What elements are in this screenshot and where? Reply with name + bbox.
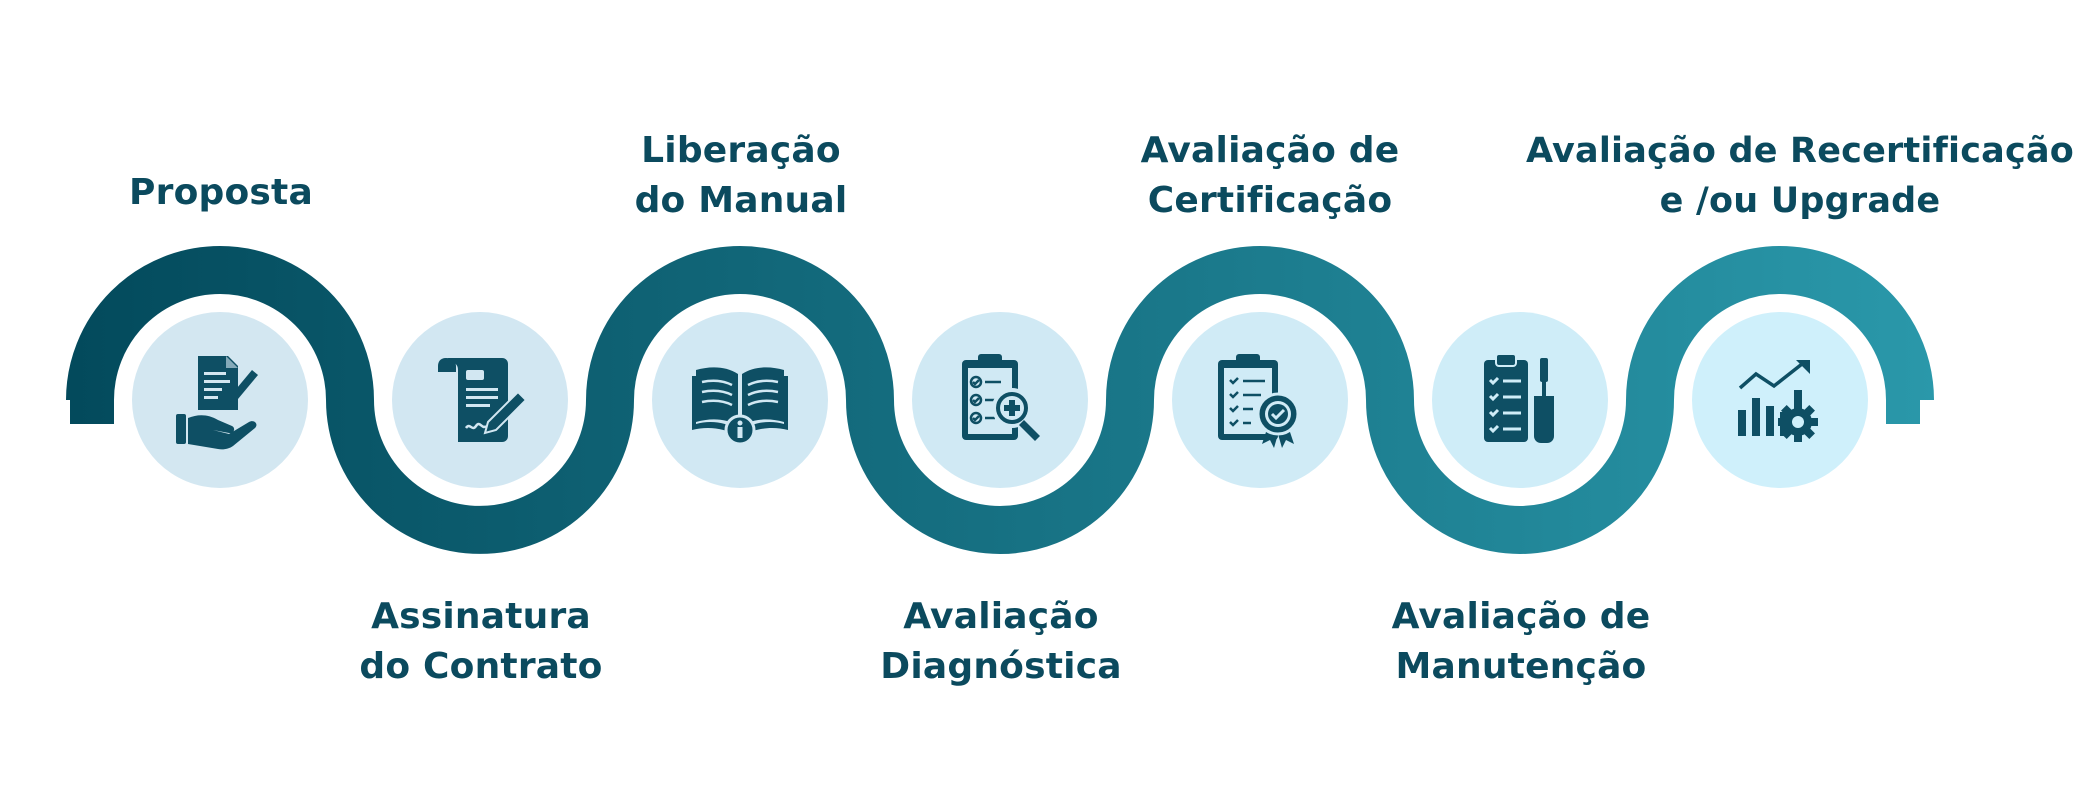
step-label-avaliacao-certificacao: Avaliação de Certificação — [1140, 130, 1400, 221]
clipboard-tools-icon — [1470, 350, 1570, 450]
step-label-proposta: Proposta — [129, 172, 313, 213]
open-book-info-icon — [690, 350, 790, 450]
step-label-avaliacao-diagnostica: Avaliação Diagnóstica — [880, 596, 1122, 687]
step-label-liberacao-manual: Liberação do Manual — [634, 130, 848, 221]
clipboard-certificate-icon — [1210, 350, 1310, 450]
step-circle-7 — [1692, 312, 1868, 488]
growth-chart-gear-icon — [1730, 350, 1830, 450]
proposal-hand-document-icon — [170, 350, 270, 450]
clipboard-magnifier-icon — [950, 350, 1050, 450]
step-circle-3 — [652, 312, 828, 488]
step-label-assinatura-contrato: Assinatura do Contrato — [359, 596, 603, 687]
step-label-avaliacao-recertificacao: Avaliação de Recertificação e /ou Upgrad… — [1525, 131, 2075, 221]
contract-signature-icon — [430, 350, 530, 450]
step-label-avaliacao-manutencao: Avaliação de Manutenção — [1391, 596, 1651, 687]
